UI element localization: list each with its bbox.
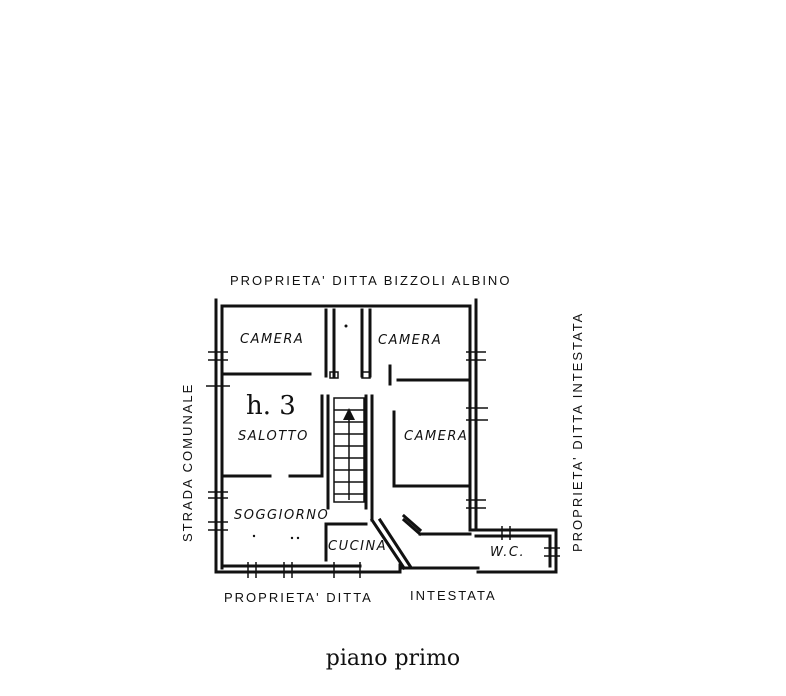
staircase [333, 397, 365, 503]
room-camera-e: CAMERA [404, 429, 468, 444]
label-north: PROPRIETA' DITTA BIZZOLI ALBINO [230, 273, 511, 288]
plan-caption: piano primo [325, 646, 461, 671]
label-east: PROPRIETA' DITTA INTESTATA [570, 312, 585, 552]
height-note: h. 3 [246, 391, 296, 421]
room-camera-ne: CAMERA [378, 333, 442, 348]
label-south-right: INTESTATA [410, 588, 497, 603]
stair-arrow-icon [343, 408, 355, 420]
room-wc: W.C. [490, 545, 525, 560]
outer-walls [214, 298, 558, 574]
room-camera-nw: CAMERA [240, 332, 304, 347]
room-cucina: CUCINA [328, 539, 387, 554]
interior-walls [220, 308, 472, 571]
room-soggiorno: SOGGIORNO [234, 508, 329, 523]
label-west: STRADA COMUNALE [180, 383, 195, 542]
opening-ticks [206, 324, 560, 578]
label-south-left: PROPRIETA' DITTA [224, 590, 373, 605]
room-salotto: SALOTTO [238, 429, 309, 444]
